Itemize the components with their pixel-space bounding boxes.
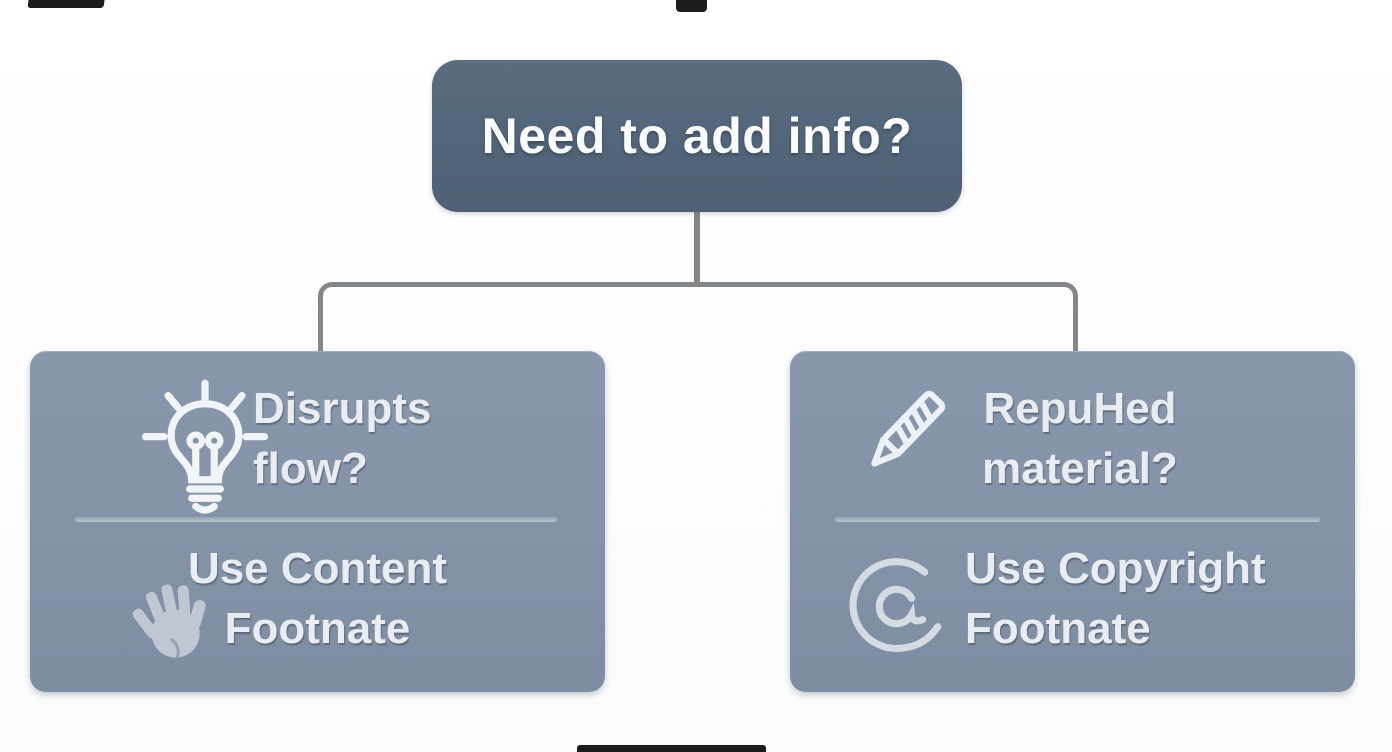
hand-icon: [132, 584, 206, 659]
answer-line-1: Use Copyright: [965, 544, 1266, 593]
branch-answer: Use Content Footnate: [30, 539, 605, 659]
branch-question: RepuHed material?: [880, 379, 1280, 499]
root-node: Need to add info?: [432, 60, 962, 212]
question-line-2: material?: [982, 444, 1178, 493]
divider-line: [835, 517, 1320, 522]
answer-line-1: Use Content: [187, 544, 448, 593]
scan-artifact-top-center: [676, 0, 707, 12]
divider-line: [75, 517, 557, 522]
connector-stem: [694, 208, 700, 286]
branch-answer: Use Copyright Footnate: [965, 539, 1266, 659]
pencil-icon: [871, 390, 946, 467]
question-line-1: RepuHed: [983, 384, 1177, 433]
question-line-2: flow?: [253, 444, 368, 493]
branch-question: Disrupts flow?: [253, 379, 431, 499]
lightbulb-icon: [141, 379, 269, 514]
root-node-label: Need to add info?: [481, 108, 913, 164]
answer-line-2: Footnate: [965, 604, 1151, 653]
connector-branch-lines: [318, 282, 1078, 352]
at-copyright-icon: [849, 558, 942, 652]
question-line-1: Disrupts: [253, 384, 432, 433]
scan-artifact-top-left: [27, 0, 105, 8]
scan-artifact-bottom: [577, 745, 766, 752]
branch-node-disrupts-flow: Disrupts flow? Use Content Footnate: [30, 351, 605, 692]
branch-node-republished-material: RepuHed material? Use Copyright Footnate: [790, 351, 1355, 692]
answer-line-2: Footnate: [224, 604, 411, 653]
